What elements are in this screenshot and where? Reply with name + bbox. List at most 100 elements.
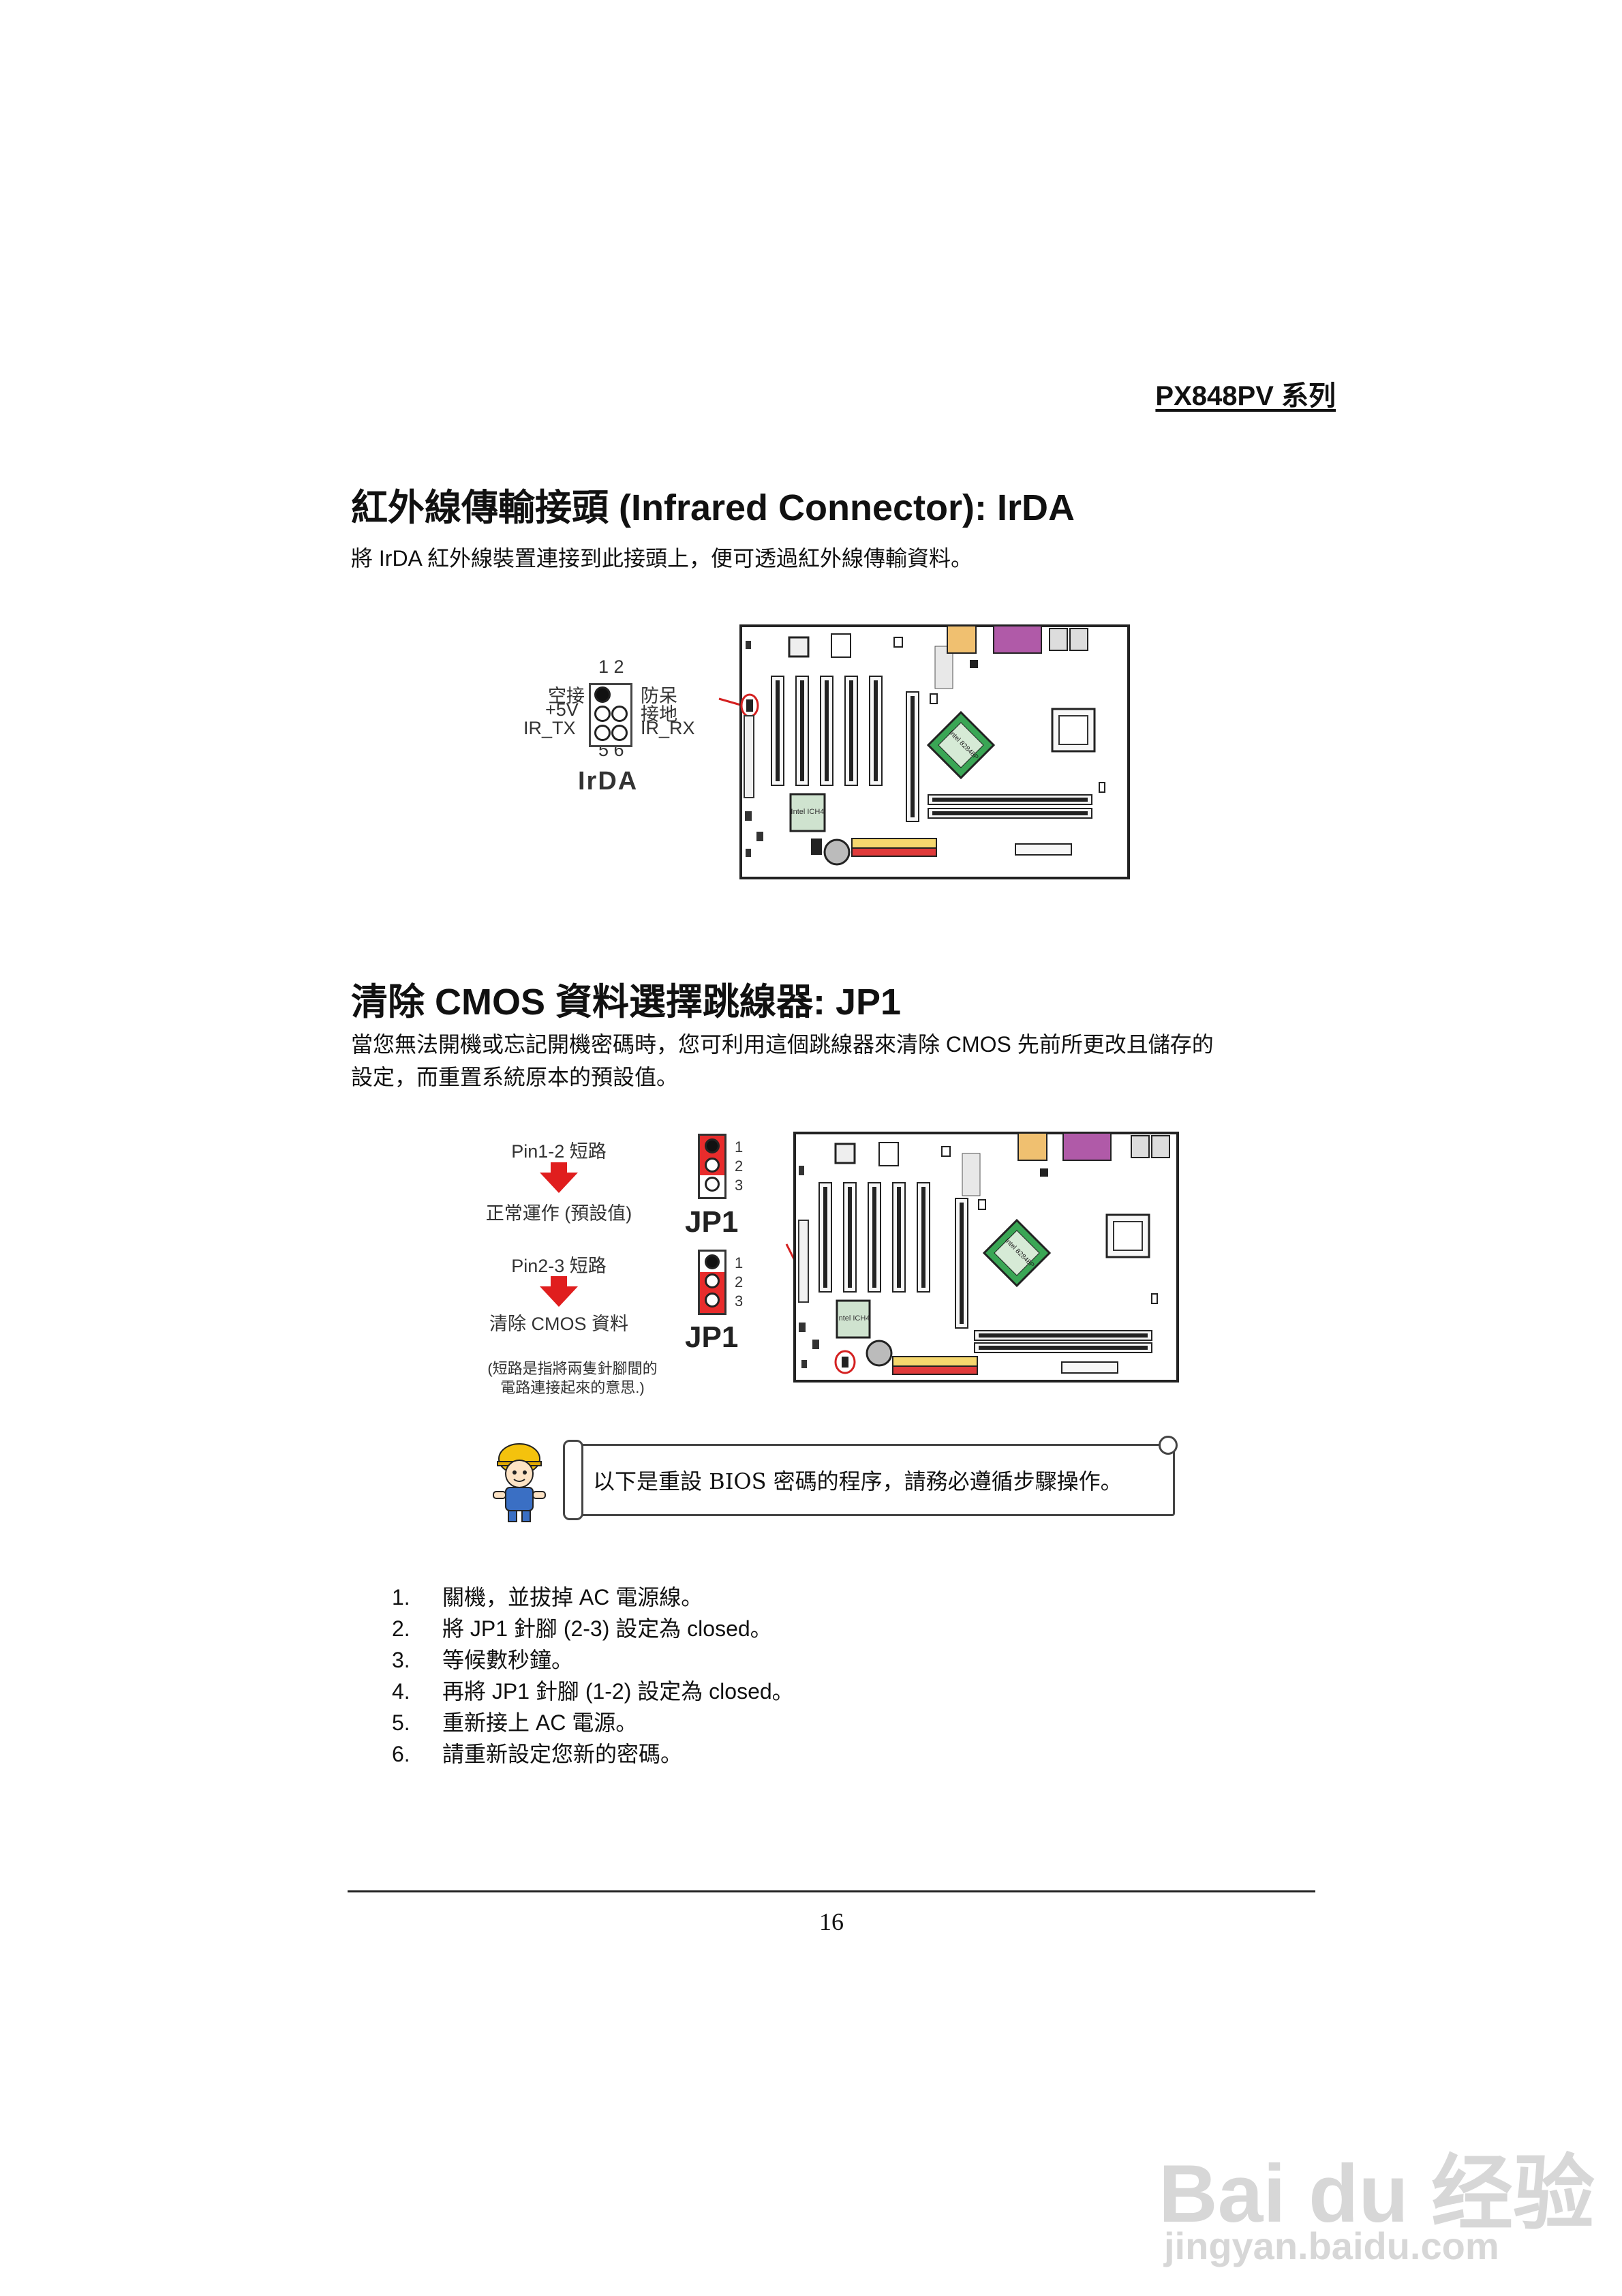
pci-slot-inner bbox=[874, 680, 878, 781]
list-item: 4.再將 JP1 針腳 (1-2) 設定為 closed。 bbox=[392, 1676, 794, 1707]
dimm-slot-inner bbox=[979, 1333, 1148, 1338]
watermark-url: jingyan.baidu.com bbox=[1164, 2224, 1499, 2267]
step-text: 請重新設定您新的密碼。 bbox=[442, 1742, 683, 1766]
setting2-label: Pin2-3 短路 bbox=[511, 1256, 607, 1276]
irda-pin-3 bbox=[594, 706, 611, 722]
step-number: 4. bbox=[392, 1679, 410, 1704]
cmos-heading: 清除 CMOS 資料選擇跳線器: JP1 bbox=[351, 982, 902, 1023]
floppy-connector bbox=[892, 1356, 978, 1367]
irda-pin-4 bbox=[611, 706, 628, 722]
board-header bbox=[799, 1323, 806, 1332]
jp1-pin-1 bbox=[705, 1254, 720, 1269]
setting2-result: 清除 CMOS 資料 bbox=[489, 1314, 628, 1334]
motherboard-diagram-cmos: Intel ICH4 Intel 82848P bbox=[785, 1132, 1179, 1383]
agp-slot-inner bbox=[911, 696, 915, 817]
chip-flash bbox=[962, 1153, 981, 1196]
pci-slot-inner bbox=[921, 1187, 925, 1288]
jp1-pin-number: 1 bbox=[735, 1138, 744, 1155]
chip-south bbox=[836, 1299, 871, 1339]
footnote-line1: (短路是指將兩隻針腳間的 bbox=[487, 1360, 658, 1377]
irda-pin-5 bbox=[594, 725, 611, 741]
irda-header bbox=[746, 699, 753, 712]
audio-port bbox=[1017, 1132, 1047, 1161]
pci-slot-inner bbox=[800, 680, 804, 781]
pci-slot-inner bbox=[823, 1187, 827, 1288]
irda-pin-1 bbox=[594, 686, 611, 703]
footnote-line2: 電路連接起來的意思.) bbox=[500, 1379, 645, 1396]
dimm-slot-inner bbox=[932, 798, 1088, 802]
jp1-pin-number: 2 bbox=[735, 1158, 744, 1175]
worker-mascot-icon bbox=[493, 1443, 546, 1522]
chip-small bbox=[788, 636, 810, 658]
chip-north-core bbox=[938, 722, 984, 768]
irda-label: IrDA bbox=[578, 767, 639, 796]
dimm-slot-inner bbox=[932, 811, 1088, 815]
parallel-port bbox=[1062, 1132, 1112, 1161]
audio-port bbox=[947, 625, 977, 654]
pci-slot-inner bbox=[849, 680, 853, 781]
board-header bbox=[799, 1166, 804, 1175]
board-header bbox=[801, 1360, 807, 1368]
board-header bbox=[745, 811, 752, 821]
cmos-battery bbox=[823, 839, 851, 866]
jp1-highlight bbox=[834, 1350, 856, 1374]
irda-pin-header bbox=[589, 683, 632, 747]
board-header bbox=[756, 832, 763, 841]
chip-small bbox=[834, 1143, 856, 1164]
series-title: PX848PV 系列 bbox=[1155, 381, 1336, 411]
board-header bbox=[746, 849, 751, 857]
note-text: 以下是重設 BIOS 密碼的程序，請務必遵循步驟操作。 bbox=[593, 1468, 1122, 1494]
irda-pin-diagram: 1 2 空接 +5V IR_TX 防呆 接地 IR_RX 5 6 bbox=[518, 656, 729, 793]
jp1-pin-number: 2 bbox=[735, 1273, 744, 1290]
list-item: 6.請重新設定您新的密碼。 bbox=[392, 1738, 794, 1770]
ide-connector-bottom bbox=[1015, 843, 1072, 856]
pci-slot-inner bbox=[776, 680, 780, 781]
note-banner bbox=[571, 1444, 1175, 1516]
list-item: 5.重新接上 AC 電源。 bbox=[392, 1707, 794, 1738]
step-number: 1. bbox=[392, 1585, 410, 1610]
jp1-pin-3 bbox=[705, 1293, 720, 1308]
parallel-port bbox=[993, 625, 1042, 654]
pci-slot-inner bbox=[825, 680, 829, 781]
pci-slot-inner bbox=[848, 1187, 852, 1288]
jp1-pin-number: 1 bbox=[735, 1254, 744, 1271]
step-number: 5. bbox=[392, 1710, 410, 1735]
irda-description: 將 IrDA 紅外線裝置連接到此接頭上，便可透過紅外線傳輸資料。 bbox=[351, 546, 973, 571]
irda-heading: 紅外線傳輸接頭 (Infrared Connector): IrDA bbox=[351, 487, 1075, 528]
irda-pin-6 bbox=[611, 725, 628, 741]
irda-pin-numbers-top: 1 2 bbox=[598, 656, 624, 677]
irda-label-irrx: IR_RX bbox=[641, 718, 695, 738]
board-header bbox=[978, 1199, 986, 1210]
board-header bbox=[812, 1340, 819, 1349]
motherboard-diagram-irda: Intel ICH4 Intel 82848P bbox=[718, 624, 1130, 879]
list-item: 3.等候數秒鐘。 bbox=[392, 1644, 794, 1676]
jp1-label: JP1 bbox=[685, 1205, 739, 1239]
arrow-down-icon bbox=[551, 1162, 567, 1173]
watermark-brand: Bai du 经验 bbox=[1159, 2148, 1595, 2239]
step-text: 等候數秒鐘。 bbox=[442, 1648, 574, 1672]
cmos-battery bbox=[866, 1340, 893, 1367]
list-item: 2.將 JP1 針腳 (2-3) 設定為 closed。 bbox=[392, 1613, 794, 1644]
chip-small bbox=[893, 637, 903, 648]
irda-pointer-line bbox=[718, 697, 744, 707]
board-header bbox=[746, 641, 751, 649]
ide-connector-bottom bbox=[1061, 1361, 1118, 1374]
ide-connector bbox=[744, 715, 754, 798]
chip-small bbox=[941, 1146, 951, 1157]
arrow-down-icon bbox=[540, 1286, 578, 1307]
arrow-down-icon bbox=[551, 1276, 567, 1287]
step-number: 2. bbox=[392, 1616, 410, 1641]
arrow-down-icon bbox=[540, 1173, 578, 1193]
irda-label-nc: 空接 bbox=[548, 686, 585, 706]
ide-connector bbox=[798, 1220, 809, 1303]
chip-south bbox=[789, 793, 826, 832]
jp1-jumper-default bbox=[698, 1134, 726, 1199]
floppy-connector-red bbox=[851, 847, 937, 857]
usb-port bbox=[1069, 628, 1088, 651]
jp1-label: JP1 bbox=[685, 1320, 739, 1354]
board-header bbox=[1099, 782, 1105, 793]
note-scroll-left bbox=[563, 1440, 583, 1520]
usb-port bbox=[1049, 628, 1068, 651]
cmos-description-line2: 設定，而重置系統原本的預設值。 bbox=[351, 1065, 679, 1089]
jp1-pin-number: 3 bbox=[735, 1177, 744, 1194]
